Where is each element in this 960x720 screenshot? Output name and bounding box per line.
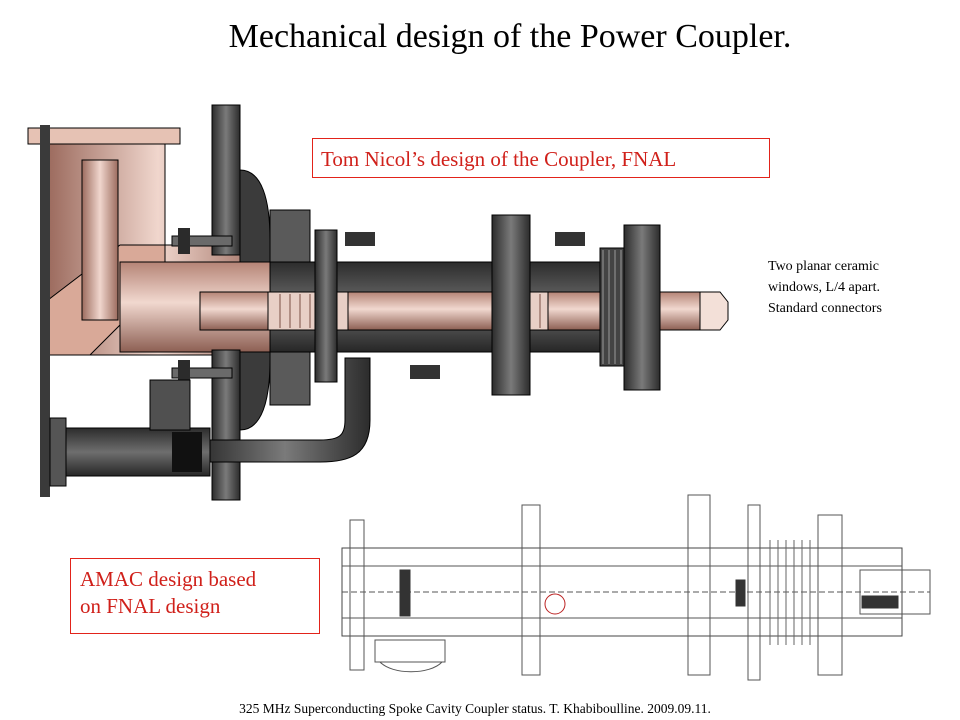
amac-label-line-1: AMAC design based — [80, 567, 257, 591]
windows-note-line-1: Two planar ceramic — [768, 259, 879, 274]
slide-footer: 325 MHz Superconducting Spoke Cavity Cou… — [239, 701, 711, 716]
amac-design-label: AMAC design based on FNAL design — [70, 558, 320, 634]
windows-note-line-3: Standard connectors — [768, 301, 882, 316]
windows-note-line-2: windows, L/4 apart. — [768, 280, 880, 295]
slide-title: Mechanical design of the Power Coupler. — [228, 18, 792, 55]
amac-coupler-drawing — [341, 494, 931, 681]
windows-note: Two planar ceramic windows, L/4 apart. S… — [768, 256, 958, 319]
fnal-design-label: Tom Nicol’s design of the Coupler, FNAL — [312, 138, 770, 178]
fnal-coupler-drawing — [27, 104, 729, 501]
amac-label-line-2: on FNAL design — [80, 594, 221, 618]
